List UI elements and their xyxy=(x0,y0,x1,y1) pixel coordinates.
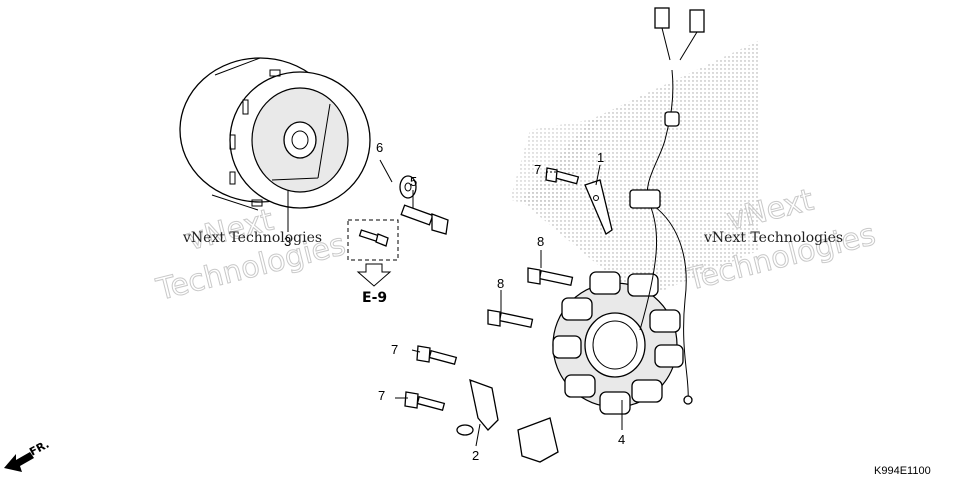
leader-lines xyxy=(287,159,623,447)
callout-7a: 7 xyxy=(534,162,541,177)
stator-bolts xyxy=(487,267,574,329)
front-label: FR. xyxy=(27,438,51,459)
reference-arrow-icon xyxy=(356,263,392,287)
watermark-right: vNext Technologies xyxy=(703,230,843,246)
callout-7c: 7 xyxy=(378,388,385,403)
washer xyxy=(399,175,417,199)
callout-6: 6 xyxy=(376,140,383,155)
callout-numbers: 3 6 5 1 7 8 8 7 7 2 4 xyxy=(284,140,625,463)
flywheel xyxy=(179,57,371,211)
reference-box xyxy=(347,219,399,287)
reference-label: E-9 xyxy=(362,290,387,306)
callout-7b: 7 xyxy=(391,342,398,357)
callout-3: 3 xyxy=(284,234,291,249)
flywheel-bolt xyxy=(400,204,449,235)
front-arrow-icon xyxy=(4,452,34,472)
small-bolts xyxy=(404,167,580,412)
callout-5: 5 xyxy=(410,174,417,189)
cable-guide xyxy=(456,378,559,463)
front-indicator: FR. xyxy=(4,438,51,472)
flywheel-slots xyxy=(229,69,281,207)
watermark-left: vNext Technologies xyxy=(182,230,322,246)
cable-clamp xyxy=(584,179,613,235)
callout-8b: 8 xyxy=(497,276,504,291)
callout-4: 4 xyxy=(618,432,625,447)
diagram-code: K994E1100 xyxy=(874,465,931,477)
stator xyxy=(552,271,684,415)
wire-harness xyxy=(629,7,705,405)
frame-background-shading xyxy=(510,40,760,300)
callout-1: 1 xyxy=(597,150,604,165)
callout-2: 2 xyxy=(472,448,479,463)
callout-8a: 8 xyxy=(537,234,544,249)
